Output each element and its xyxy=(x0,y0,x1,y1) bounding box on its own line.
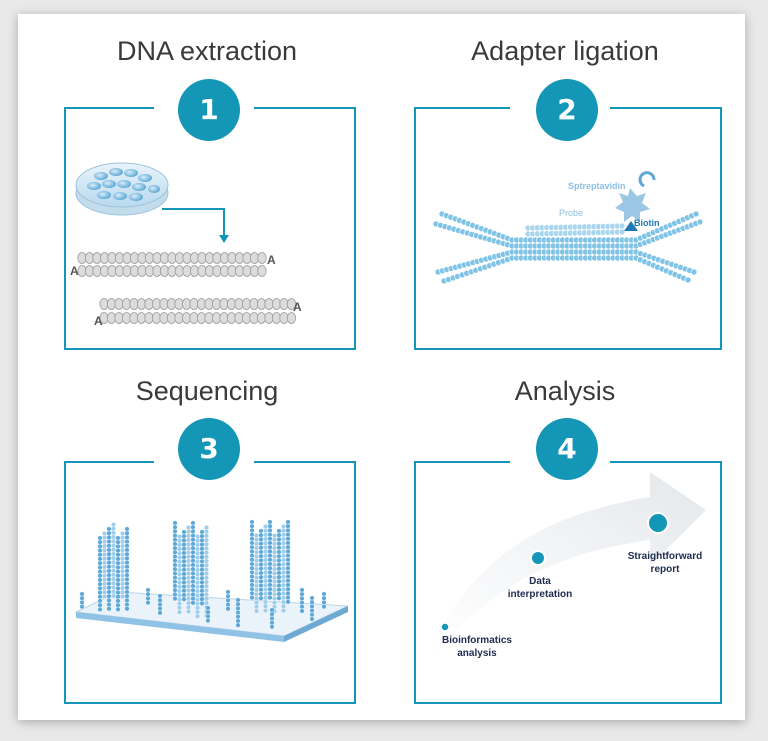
step-1-badge: 1 xyxy=(178,79,240,141)
dna-fragments-icon xyxy=(77,252,297,324)
step-2-title: Adapter ligation xyxy=(471,36,659,66)
step-4-title: Analysis xyxy=(514,376,616,406)
milestone-dot-3-icon xyxy=(647,512,669,534)
step-4-badge: 4 xyxy=(536,418,598,480)
step-2-badge: 2 xyxy=(536,79,598,141)
streptavidin-icon xyxy=(615,171,656,222)
streptavidin-label: Sptreptavidin xyxy=(568,181,626,191)
probe-label: Probe xyxy=(559,208,584,218)
sequencing-clusters-icon xyxy=(79,519,327,630)
milestone-dot-1-icon xyxy=(440,622,450,632)
biotin-icon xyxy=(624,221,638,231)
progress-arrow-icon xyxy=(430,472,706,652)
adenine-label: A xyxy=(267,253,276,267)
adenine-label: A xyxy=(293,300,302,314)
biotin-label: Biotin xyxy=(634,218,660,228)
step-1-title: DNA extraction xyxy=(116,36,298,66)
step-3-title: Sequencing xyxy=(135,376,279,406)
adenine-label: A xyxy=(70,264,79,278)
milestone-dot-2-icon xyxy=(530,550,546,566)
dna-helix-icon xyxy=(432,210,704,285)
step-3-badge: 3 xyxy=(178,418,240,480)
arrow-icon xyxy=(162,208,229,243)
adenine-label: A xyxy=(94,314,103,328)
petri-dish-icon xyxy=(75,162,169,216)
